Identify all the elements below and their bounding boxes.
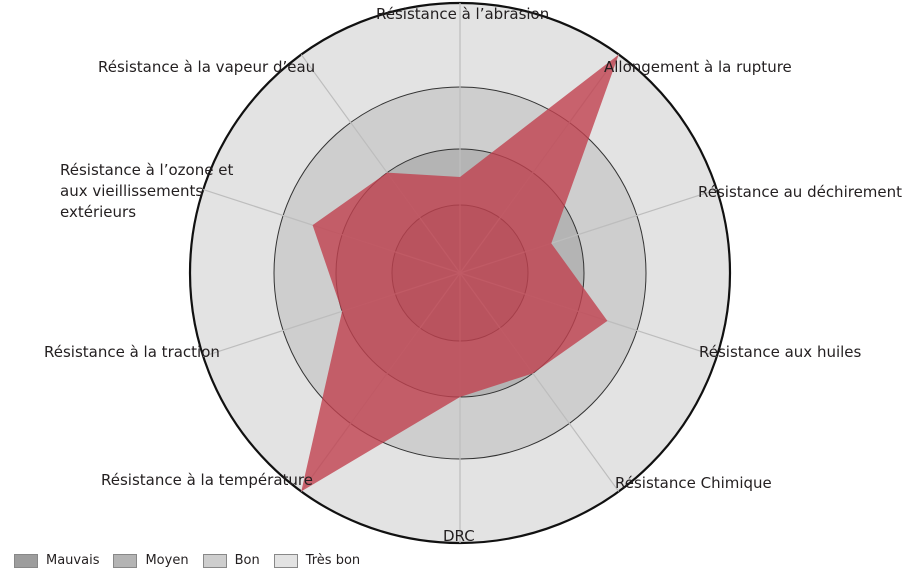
- axis-label-line: Résistance aux huiles: [699, 343, 862, 361]
- axis-label-line: Résistance à la température: [101, 471, 313, 489]
- legend-label: Mauvais: [46, 553, 100, 568]
- axis-label-line: Résistance à l’ozone et: [60, 161, 234, 179]
- axis-label: Résistance Chimique: [615, 473, 772, 494]
- legend-label: Très bon: [305, 553, 361, 568]
- axis-label-line: Résistance au déchirement: [698, 183, 903, 201]
- axis-label-line: aux vieillissements: [60, 182, 204, 200]
- series-area: [301, 54, 619, 492]
- axis-label-line: Résistance Chimique: [615, 474, 772, 492]
- legend-label: Moyen: [145, 553, 189, 568]
- legend-label: Bon: [234, 553, 260, 568]
- legend-item-tres-bon: Très bon: [273, 553, 361, 568]
- axis-label-line: Résistance à l’abrasion: [376, 5, 550, 23]
- legend-item-bon: Bon: [202, 553, 260, 568]
- axis-label: Résistance à la traction: [44, 342, 220, 363]
- axis-label: Résistance aux huiles: [699, 342, 861, 363]
- axis-label: DRC: [443, 526, 475, 547]
- axis-label: Résistance à la vapeur d’eau: [98, 57, 315, 78]
- axis-label: Allongement à la rupture: [604, 57, 792, 78]
- legend-swatch: [14, 553, 38, 568]
- axis-label: Résistance à la température: [101, 470, 313, 491]
- legend-item-mauvais: Mauvais: [14, 553, 99, 568]
- legend-swatch: [113, 553, 138, 568]
- axis-label: Résistance à l’abrasion: [376, 4, 549, 25]
- legend-item-moyen: Moyen: [113, 553, 189, 568]
- axis-label-line: Résistance à la traction: [44, 343, 220, 361]
- axis-label: Résistance au déchirement: [698, 182, 902, 203]
- axis-label-line: DRC: [443, 527, 475, 545]
- legend-swatch: [202, 553, 227, 568]
- axis-label-line: Allongement à la rupture: [604, 58, 792, 76]
- axis-label: Résistance à l’ozone et aux vieillissemen…: [60, 160, 233, 223]
- legend: Mauvais Moyen Bon Très bon: [14, 553, 374, 568]
- axis-label-line: extérieurs: [60, 203, 137, 221]
- legend-swatch: [273, 553, 298, 568]
- axis-label-line: Résistance à la vapeur d’eau: [98, 58, 316, 76]
